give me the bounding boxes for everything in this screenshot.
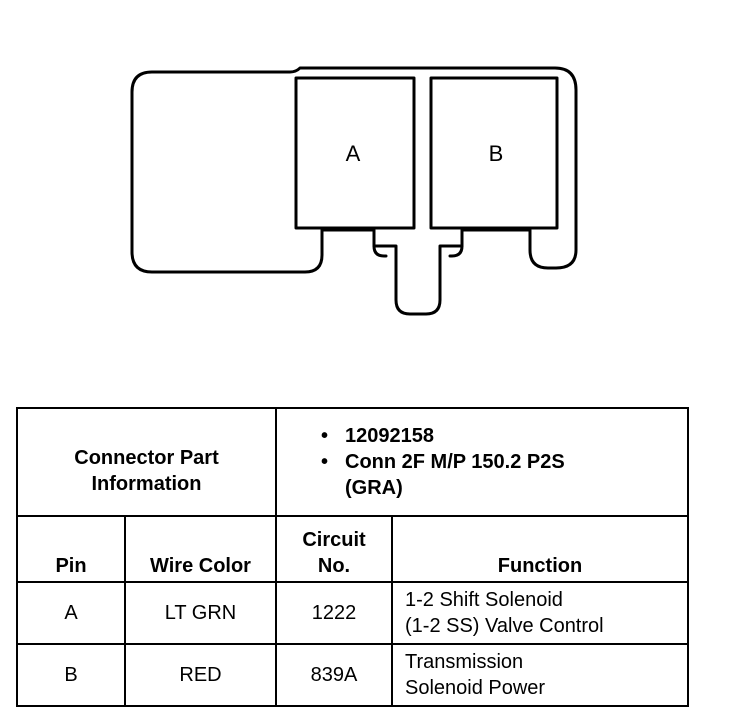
cavity-b	[429, 76, 559, 230]
function-line2: Solenoid Power	[405, 677, 546, 699]
function-cell: 1-2 Shift Solenoid (1-2 SS) Valve Contro…	[391, 581, 689, 645]
part-number: 12092158	[321, 423, 687, 449]
connector-part-info-label: Connector Part Information	[16, 407, 277, 517]
connector-part-info-text: Connector Part Information	[74, 447, 219, 495]
header-circuit-line1: Circuit	[302, 529, 366, 551]
header-circuit-no: Circuit No.	[275, 515, 393, 583]
connector-housing-outline	[130, 66, 578, 316]
table-row: A LT GRN 1222 1-2 Shift Solenoid (1-2 SS…	[16, 581, 689, 645]
circuit-cell: 839A	[275, 643, 393, 707]
connector-face-diagram: A B	[130, 66, 578, 316]
pin-cell: B	[16, 643, 126, 707]
function-line2: (1-2 SS) Valve Control	[405, 615, 604, 637]
header-circuit-line2: No.	[317, 555, 351, 577]
header-pin: Pin	[16, 515, 126, 583]
connector-info-table: Connector Part Information 12092158 Conn…	[16, 407, 689, 707]
cavity-b-label: B	[489, 141, 504, 166]
locking-tab-detail	[372, 244, 464, 258]
connector-part-info: 12092158 Conn 2F M/P 150.2 P2S (GRA)	[275, 407, 689, 517]
pin-cell: A	[16, 581, 126, 645]
cavity-a	[294, 76, 416, 230]
table-row: B RED 839A Transmission Solenoid Power	[16, 643, 689, 707]
function-cell: Transmission Solenoid Power	[391, 643, 689, 707]
header-function: Function	[391, 515, 689, 583]
connector-description: Conn 2F M/P 150.2 P2S (GRA)	[321, 449, 585, 501]
wire-color-cell: RED	[124, 643, 277, 707]
cavity-a-label: A	[346, 141, 361, 166]
wire-color-cell: LT GRN	[124, 581, 277, 645]
function-line1: Transmission	[405, 651, 524, 673]
function-line1: 1-2 Shift Solenoid	[405, 589, 563, 611]
circuit-cell: 1222	[275, 581, 393, 645]
header-wire-color: Wire Color	[124, 515, 277, 583]
